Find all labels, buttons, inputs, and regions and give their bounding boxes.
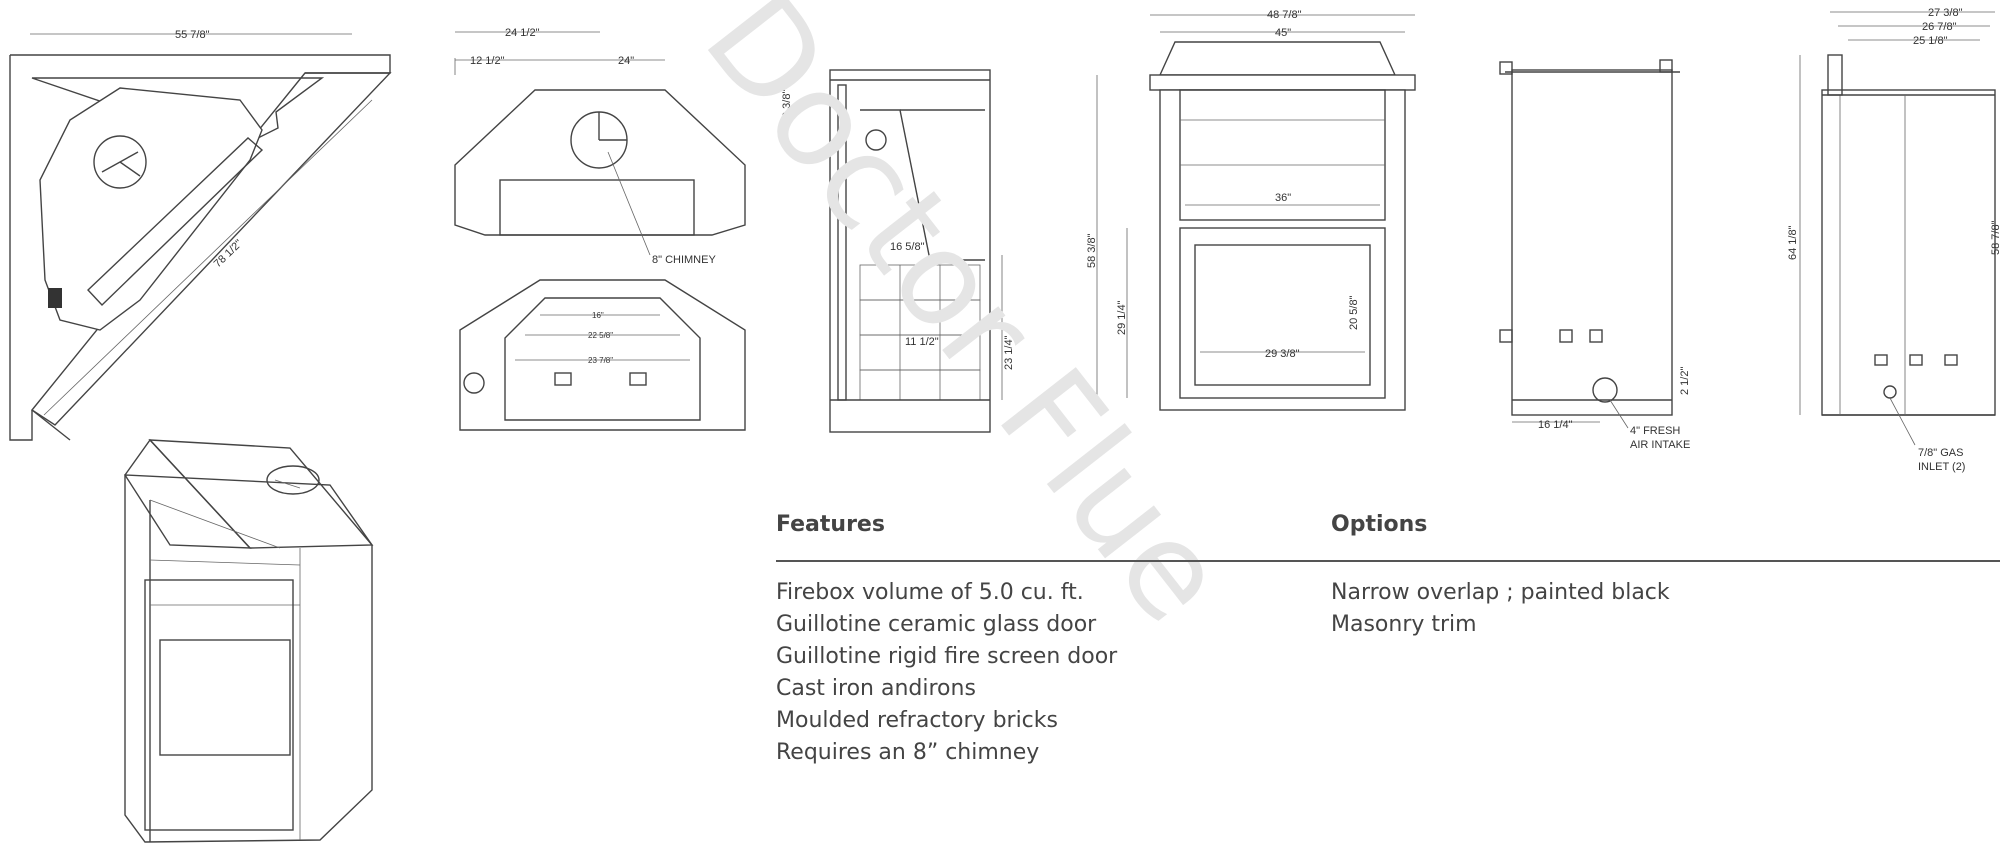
plan-left-dim: 12 1/2" — [470, 55, 505, 67]
chimney-label: 8" CHIMNEY — [652, 254, 716, 266]
front-inner-dim: 36" — [1275, 192, 1291, 204]
plan-bottom-d1: 16" — [592, 311, 604, 320]
front-view: 48 7/8" 45" 36" 58 3/8" 29 1/4" 20 5/8" … — [1086, 9, 1416, 411]
options-list: Narrow overlap ; painted black Masonry t… — [1331, 577, 1851, 641]
corner-plan-view: 55 7/8" 78 1/2" — [9, 29, 392, 441]
section-b-dim: 11 1/2" — [905, 336, 939, 348]
plan-bottom-d3: 23 7/8" — [588, 356, 613, 365]
features-item: Requires an 8” chimney — [776, 740, 1040, 765]
back-h2-dim: 58 7/8" — [1990, 220, 2002, 255]
options-title: Options — [1331, 512, 1428, 537]
features-item: Cast iron andirons — [776, 676, 976, 701]
options-item: Masonry trim — [1331, 612, 1477, 637]
section-divider — [776, 560, 2000, 562]
isometric-view — [124, 438, 374, 843]
front-top-dim: 45" — [1275, 27, 1291, 39]
features-item: Firebox volume of 5.0 cu. ft. — [776, 580, 1084, 605]
plan-bottom-d2: 22 5/8" — [588, 331, 613, 340]
features-panel: Features Firebox volume of 5.0 cu. ft. G… — [776, 512, 1296, 769]
options-panel: Options Narrow overlap ; painted black M… — [1331, 512, 1851, 641]
fresh-air-label-2: AIR INTAKE — [1630, 439, 1690, 451]
features-item: Guillotine rigid fire screen door — [776, 644, 1118, 669]
front-glass-h-dim: 20 5/8" — [1348, 295, 1360, 330]
side-view: 16 1/4" 2 1/2" 4" FRESH AIR INTAKE — [1499, 59, 1691, 451]
section-view: 16 5/8" 11 1/2" 23 1/4" — [829, 69, 1015, 433]
front-overall-dim: 48 7/8" — [1267, 9, 1302, 21]
plan-width-dim: 24 1/2" — [505, 27, 540, 39]
features-item: Moulded refractory bricks — [776, 708, 1058, 733]
plan-top-view: 24 1/2" 12 1/2" 24" 9 3/8" 8" CHIMNEY — [454, 27, 793, 266]
plan-right-dim: 24" — [618, 55, 634, 67]
side-depth-dim: 16 1/4" — [1538, 419, 1573, 431]
back-w3-dim: 25 1/8" — [1913, 35, 1948, 47]
section-a-dim: 16 5/8" — [890, 241, 925, 253]
corner-width-dim: 55 7/8" — [175, 29, 210, 41]
side-intake-h-dim: 2 1/2" — [1679, 367, 1691, 395]
features-title: Features — [776, 512, 885, 537]
features-list: Firebox volume of 5.0 cu. ft. Guillotine… — [776, 577, 1296, 769]
back-w1-dim: 27 3/8" — [1928, 7, 1963, 19]
back-w2-dim: 26 7/8" — [1922, 21, 1957, 33]
features-item: Guillotine ceramic glass door — [776, 612, 1097, 637]
fresh-air-label-1: 4" FRESH — [1630, 425, 1680, 437]
gas-inlet-label-1: 7/8" GAS — [1918, 447, 1963, 459]
plan-offset-dim: 9 3/8" — [781, 90, 793, 118]
gas-inlet-label-2: INLET (2) — [1918, 461, 1965, 473]
back-view: 27 3/8" 26 7/8" 25 1/8" 64 1/8" 58 7/8" … — [1787, 7, 2002, 473]
front-glass-w-dim: 29 3/8" — [1265, 348, 1300, 360]
section-c-dim: 23 1/4" — [1003, 335, 1015, 370]
options-item: Narrow overlap ; painted black — [1331, 580, 1670, 605]
front-opening-dim: 29 1/4" — [1116, 300, 1128, 335]
plan-bottom-view: 16" 22 5/8" 23 7/8" — [459, 279, 746, 431]
back-h1-dim: 64 1/8" — [1787, 225, 1799, 260]
front-height-dim: 58 3/8" — [1086, 233, 1098, 268]
